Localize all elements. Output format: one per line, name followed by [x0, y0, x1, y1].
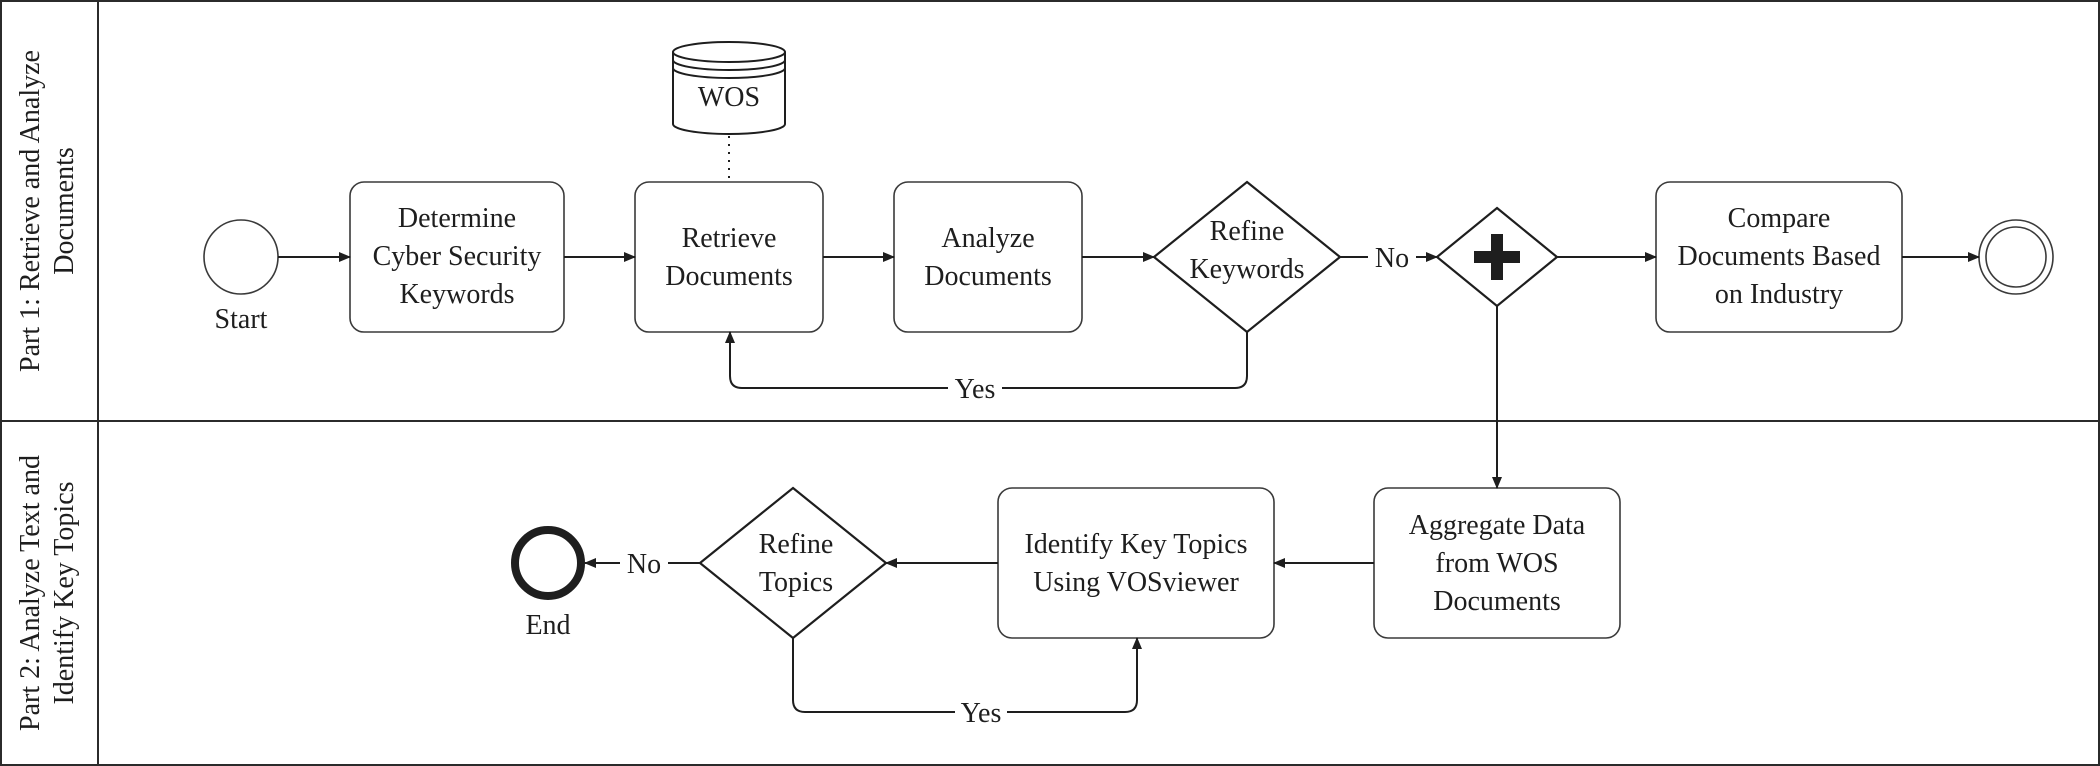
- flow-topics-yes-a: [792, 638, 955, 713]
- lane-part2-title: Part 2: Analyze Text and Identify Key To…: [15, 455, 80, 731]
- gateway-refine-topics-line1: Refine: [759, 529, 834, 560]
- parallel-gateway: [1435, 206, 1559, 308]
- end-event: [511, 526, 585, 600]
- task-determine-keywords: Determine Cyber Security Keywords: [349, 181, 565, 333]
- lane-part1-title-line2: Documents: [49, 147, 80, 275]
- end-label: End: [525, 610, 570, 641]
- flow-keywords-yes-a: [1002, 332, 1248, 389]
- flow-label-keywords-yes: Yes: [955, 374, 996, 405]
- task-determine-line1: Determine: [398, 203, 516, 234]
- lane-part1-title: Part 1: Retrieve and Analyze Documents: [15, 50, 80, 372]
- gateway-refine-topics-line2: Topics: [759, 567, 833, 598]
- task-compare-documents: Compare Documents Based on Industry: [1655, 181, 1903, 333]
- task-aggregate-line3: Documents: [1433, 586, 1561, 617]
- lane-part1-title-line1: Part 1: Retrieve and Analyze: [15, 50, 46, 372]
- flow-label-topics-no: No: [627, 549, 661, 580]
- part1-end-event: [1978, 219, 2054, 295]
- task-compare-line3: on Industry: [1715, 279, 1843, 310]
- gateway-refine-keywords: Refine Keywords: [1152, 180, 1342, 334]
- task-compare-line2: Documents Based: [1678, 241, 1881, 272]
- gateway-refine-keywords-line2: Keywords: [1189, 254, 1304, 285]
- flow-label-keywords-no: No: [1375, 243, 1409, 274]
- task-identify-line2: Using VOSviewer: [1033, 567, 1239, 598]
- start-event: [203, 219, 279, 295]
- task-determine-line3: Keywords: [399, 279, 514, 310]
- wos-label: WOS: [698, 82, 760, 113]
- plus-icon-vertical: [1491, 234, 1503, 280]
- task-aggregate-data: Aggregate Data from WOS Documents: [1373, 487, 1621, 639]
- gateway-refine-keywords-line1: Refine: [1210, 216, 1285, 247]
- task-aggregate-line2: from WOS: [1435, 548, 1558, 579]
- task-aggregate-line1: Aggregate Data: [1409, 510, 1586, 541]
- task-compare-line1: Compare: [1728, 203, 1831, 234]
- task-analyze-line2: Documents: [924, 261, 1052, 292]
- lane-part2-title-line1: Part 2: Analyze Text and: [15, 455, 46, 731]
- task-analyze-documents: Analyze Documents: [893, 181, 1083, 333]
- task-identify-line1: Identify Key Topics: [1024, 529, 1247, 560]
- flow-label-topics-yes: Yes: [961, 698, 1002, 729]
- flow-keywords-yes-b: [725, 331, 948, 389]
- task-retrieve-documents: Retrieve Documents: [634, 181, 824, 333]
- start-label: Start: [215, 304, 268, 335]
- flow-topics-yes-b: [1007, 637, 1142, 713]
- task-analyze-line1: Analyze: [941, 223, 1034, 254]
- wos-datastore: WOS: [672, 41, 786, 135]
- gateway-refine-topics: Refine Topics: [698, 486, 888, 640]
- task-retrieve-line2: Documents: [665, 261, 793, 292]
- task-identify-topics: Identify Key Topics Using VOSviewer: [997, 487, 1275, 639]
- task-determine-line2: Cyber Security: [373, 241, 542, 272]
- lane-part2-title-line2: Identify Key Topics: [49, 481, 80, 704]
- task-retrieve-line1: Retrieve: [682, 223, 777, 254]
